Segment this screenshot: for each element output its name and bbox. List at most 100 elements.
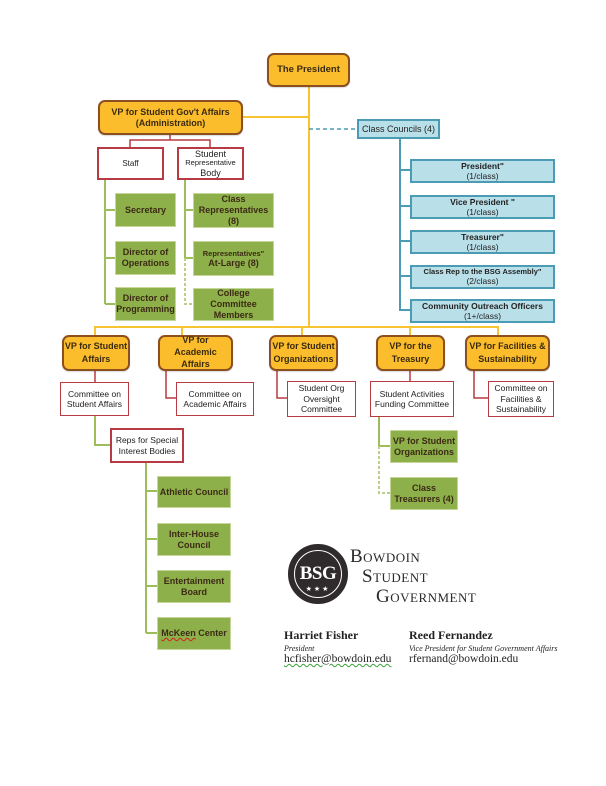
committee-student-affairs[interactable]: Committee on Student Affairs	[60, 382, 129, 416]
committee-academic-affairs[interactable]: Committee on Academic Affairs	[176, 382, 254, 416]
position-count: (2/class)	[466, 276, 499, 287]
class-councils-box[interactable]: Class Councils (4)	[357, 119, 440, 139]
special-interest-inter-house-council[interactable]: Inter-House Council	[157, 523, 231, 556]
srb-label-line3: Body	[200, 167, 221, 178]
special-interest-member-label: Council	[177, 539, 211, 550]
vp-label: Organizations	[273, 354, 334, 364]
vp-label: VP for Facilities &	[469, 340, 546, 351]
srb-member-representatives-at-large[interactable]: Representatives" At-Large (8)	[193, 241, 274, 276]
srb-member-label: Representatives"	[202, 248, 265, 258]
vp-label: Academic	[174, 347, 217, 358]
vp-label: Affairs	[181, 358, 210, 369]
contact-email-link[interactable]: rfernand@bowdoin.edu	[409, 653, 519, 665]
vp-gov-affairs-box[interactable]: VP for Student Gov't Affairs (Administra…	[98, 100, 243, 135]
vp-gov-affairs-subtitle: (Administration)	[135, 117, 206, 128]
committee-label: Committee on	[188, 388, 242, 399]
vp-academic-affairs-box[interactable]: VP for Academic Affairs	[158, 335, 233, 371]
staff-member-label: Director of Operations	[121, 247, 170, 268]
class-council-position-treasurer[interactable]: Treasurer" (1/class)	[410, 230, 555, 254]
srb-member-label: Class	[221, 194, 246, 205]
position-count: (1/class)	[466, 171, 499, 181]
class-council-position-class-rep[interactable]: Class Rep to the BSG Assembly" (2/class)	[410, 265, 555, 289]
position-title: President"	[461, 160, 504, 171]
class-councils-label: Class Councils (4)	[361, 123, 436, 134]
committee-label: Committee on	[494, 383, 548, 394]
position-title: Community Outreach Officers	[422, 300, 543, 311]
president-label: The President	[277, 64, 340, 76]
vp-facilities-sustainability-box[interactable]: VP for Facilities & Sustainability	[465, 335, 550, 371]
staff-member-label: Director of Programming	[116, 293, 175, 314]
committee-label: Student Affairs	[66, 399, 123, 409]
special-interest-mckeen-center[interactable]: McKeen Center	[157, 617, 231, 650]
class-council-position-president[interactable]: President" (1/class)	[410, 159, 555, 183]
vp-label: Sustainability	[478, 354, 537, 364]
staff-member-label: Secretary	[124, 204, 167, 215]
contact-email-link[interactable]: hcfisher@bowdoin.edu	[284, 653, 392, 665]
special-interest-athletic-council[interactable]: Athletic Council	[157, 476, 231, 508]
position-title: Treasurer"	[461, 231, 504, 242]
srb-label-line1: Student	[194, 148, 227, 159]
contact-name: Reed Fernandez	[409, 628, 493, 642]
class-council-position-vice-president[interactable]: Vice President " (1/class)	[410, 195, 555, 219]
committee-label: Facilities &	[500, 393, 542, 404]
treasury-member-label: VP for Student	[392, 435, 456, 446]
vp-label: VP for	[182, 335, 209, 346]
special-interest-member-label: Board	[180, 586, 207, 597]
srb-member-label: Representatives	[198, 205, 269, 216]
staff-member-director-programming[interactable]: Director of Programming	[115, 287, 176, 321]
position-count: (1+/class)	[463, 311, 502, 321]
srb-member-label: Committee	[210, 299, 257, 310]
class-council-connectors	[399, 137, 411, 311]
staff-member-secretary[interactable]: Secretary	[115, 193, 176, 227]
srb-member-label: At-Large (8)	[208, 257, 259, 268]
logo-stars: ★★★	[305, 586, 331, 593]
special-interest-member-label: Athletic Council	[159, 486, 229, 497]
vp-label: Treasury	[391, 354, 430, 364]
vp-student-affairs-box[interactable]: VP for Student Affairs	[62, 335, 130, 371]
vp-treasury-box[interactable]: VP for the Treasury	[376, 335, 445, 371]
contact-name: Harriet Fisher	[284, 628, 359, 642]
committee-label: Student Org	[298, 383, 345, 394]
staff-member-director-operations[interactable]: Director of Operations	[115, 241, 176, 275]
special-interest-label: Reps for Special	[115, 435, 179, 446]
dashed-member-connectors	[184, 258, 390, 494]
committee-label: Academic Affairs	[183, 399, 247, 409]
contact-role: President	[284, 644, 315, 653]
committee-facilities-sustainability[interactable]: Committee on Facilities & Sustainability	[488, 381, 554, 417]
treasury-member-vp-student-orgs[interactable]: VP for Student Organizations	[390, 430, 458, 463]
treasury-member-label: Class	[411, 482, 437, 493]
special-interest-member-label: Center	[195, 628, 227, 639]
committee-connectors	[94, 135, 489, 399]
srb-member-label: (8)	[228, 215, 239, 226]
treasury-member-label: Treasurers (4)	[394, 493, 454, 504]
president-box[interactable]: The President	[267, 53, 350, 87]
vp-gov-affairs-title: VP for Student Gov't Affairs	[111, 106, 230, 117]
special-interest-member-label: McKeen	[161, 628, 196, 639]
srb-member-college-committee[interactable]: College Committee Members	[193, 288, 274, 321]
special-interest-member-label: Inter-House	[168, 528, 219, 539]
vp-label: VP for Student	[272, 340, 335, 351]
logo-line-bowdoin: Bowdoin	[350, 546, 421, 567]
logo-line-student: Student	[362, 566, 429, 587]
srb-box[interactable]: Student Representative Body	[177, 147, 244, 180]
special-interest-entertainment-board[interactable]: Entertainment Board	[157, 570, 231, 603]
position-count: (1/class)	[466, 242, 499, 252]
treasury-member-class-treasurers[interactable]: Class Treasurers (4)	[390, 477, 458, 510]
contact-president: Harriet Fisher President hcfisher@bowdoi…	[284, 628, 391, 665]
srb-member-class-representatives[interactable]: Class Representatives (8)	[193, 193, 274, 228]
bsg-seal-icon: BSG ★★★	[288, 544, 348, 604]
class-council-position-community-outreach[interactable]: Community Outreach Officers (1+/class)	[410, 299, 555, 323]
special-interest-member-label: Entertainment	[163, 575, 225, 586]
vp-student-organizations-box[interactable]: VP for Student Organizations	[269, 335, 338, 371]
special-interest-reps-box[interactable]: Reps for Special Interest Bodies	[110, 428, 184, 463]
position-title: Class Rep to the BSG Assembly"	[423, 267, 542, 277]
vp-label: Affairs	[81, 354, 111, 364]
committee-student-activities-funding[interactable]: Student Activities Funding Committee	[370, 381, 454, 417]
staff-box[interactable]: Staff	[97, 147, 164, 180]
special-interest-label: Interest Bodies	[118, 445, 176, 456]
bsg-logo: BSG ★★★ Bowdoin Student Government	[282, 542, 502, 612]
committee-student-org-oversight[interactable]: Student Org Oversight Committee	[287, 381, 356, 417]
member-connectors	[94, 179, 390, 634]
logo-abbr: BSG	[299, 563, 337, 584]
